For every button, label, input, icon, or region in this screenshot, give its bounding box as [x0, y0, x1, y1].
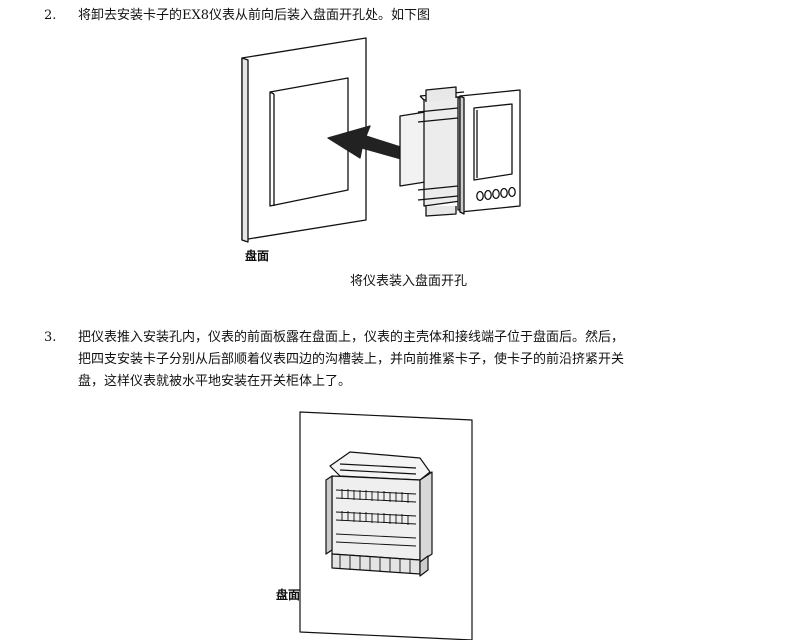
step-text-line: 盘，这样仪表就被水平地安装在开关柜体上了。: [78, 374, 352, 389]
insert-meter-figure: [241, 37, 521, 243]
panel-label: 盘面: [245, 249, 270, 263]
meter-body: [399, 86, 521, 217]
step-text-line: 把仪表推入安装孔内，仪表的前面板露在盘面上，仪表的主壳体和接线端子位于盘面后。然…: [78, 330, 625, 345]
step-text: 把仪表推入安装孔内，仪表的前面板露在盘面上，仪表的主壳体和接线端子位于盘面后。然…: [78, 327, 778, 393]
meter-rear: [325, 451, 433, 577]
panel-plate: [241, 37, 367, 243]
step-text: 将卸去安装卡子的EX8仪表从前向后装入盘面开孔处。如下图: [78, 8, 431, 23]
step-text-line: 把四支安装卡子分别从后部顺着仪表四边的沟槽装上，并向前推紧卡子，使卡子的前沿挤紧…: [78, 352, 625, 367]
step-number: 2.: [44, 8, 57, 23]
mounted-meter-figure: [299, 411, 473, 640]
figure-caption: 将仪表装入盘面开孔: [350, 274, 468, 289]
panel-label: 盘面: [276, 588, 301, 602]
step-number: 3.: [44, 330, 57, 345]
